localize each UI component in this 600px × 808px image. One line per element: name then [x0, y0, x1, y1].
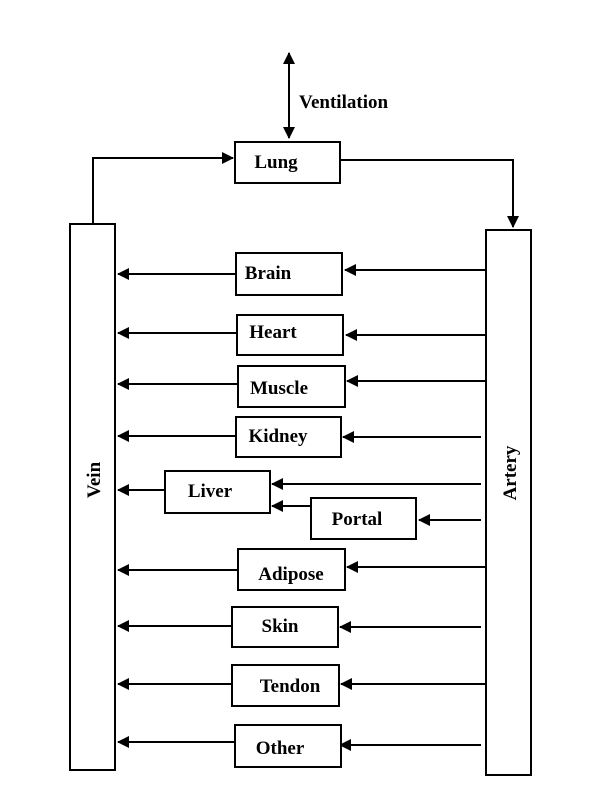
- portal-label: Portal: [332, 509, 383, 530]
- lung-node: Lung: [234, 141, 341, 184]
- artery-node: Artery: [485, 229, 532, 776]
- heart-node: Heart: [236, 314, 344, 356]
- lung-to-artery-arrow: [340, 159, 519, 228]
- muscle-label: Muscle: [250, 378, 308, 399]
- muscle-node: Muscle: [237, 365, 346, 408]
- brain-node: Brain: [235, 252, 343, 296]
- vein-label: Vein: [84, 461, 105, 498]
- other-label: Other: [256, 738, 305, 759]
- lung-label: Lung: [254, 152, 298, 173]
- tendon-node: Tendon: [231, 664, 340, 707]
- heart-label: Heart: [249, 322, 297, 343]
- liver-label: Liver: [188, 481, 233, 502]
- skin-node: Skin: [231, 606, 339, 648]
- ventilation-label: Ventilation: [299, 92, 388, 113]
- other-node: Other: [234, 724, 342, 768]
- kidney-node: Kidney: [235, 416, 342, 458]
- skin-label: Skin: [262, 616, 299, 637]
- adipose-label: Adipose: [258, 564, 323, 585]
- liver-node: Liver: [164, 470, 271, 514]
- vein-node: Vein: [69, 223, 116, 771]
- artery-label: Artery: [500, 445, 521, 500]
- adipose-node: Adipose: [237, 548, 346, 591]
- vein-to-lung-arrow: [92, 152, 234, 224]
- tendon-label: Tendon: [260, 676, 321, 697]
- brain-label: Brain: [245, 263, 292, 284]
- kidney-label: Kidney: [248, 426, 308, 447]
- portal-node: Portal: [310, 497, 417, 540]
